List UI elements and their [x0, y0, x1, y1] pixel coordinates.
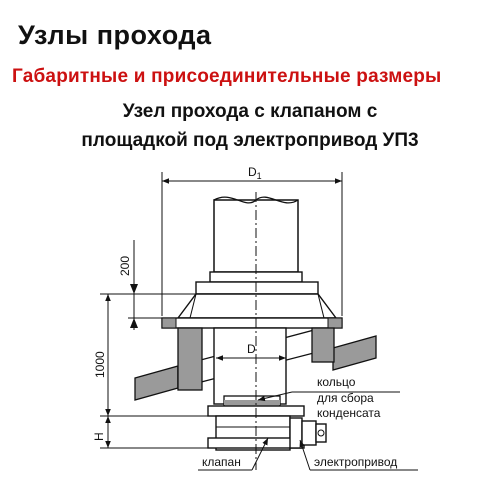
- dim200-arrow-top: [130, 284, 138, 294]
- dim200-arrow-bottom: [130, 318, 138, 328]
- label-ring-1: кольцо: [317, 375, 356, 389]
- label-ring-2: для сбора: [317, 391, 374, 405]
- label-drive: электропривод: [314, 455, 397, 469]
- box-wall-right: [311, 327, 335, 363]
- page-title: Узлы прохода: [18, 20, 212, 50]
- caption-line-2: площадкой под электропривод УП3: [81, 130, 419, 151]
- label-valve: клапан: [202, 455, 241, 469]
- hood-collar-wide: [195, 281, 319, 295]
- hood-cone-inner-l: [189, 293, 197, 319]
- flange-hatch-right: [327, 317, 343, 329]
- hood-cone: [176, 293, 338, 319]
- leader-ring: [257, 391, 293, 402]
- inner-pipe: [213, 327, 287, 405]
- actuator-knob: [317, 429, 325, 437]
- d1-label: D1: [248, 165, 262, 181]
- caption-line-1: Узел прохода с клапаном с: [122, 101, 378, 122]
- box-wall-left: [177, 327, 203, 391]
- hood-cone-inner-r: [317, 293, 325, 319]
- flange-hatch-left: [161, 317, 177, 329]
- leader-valve: [251, 437, 269, 471]
- roof-slab-right: [332, 335, 377, 371]
- dim-h-label: H: [92, 432, 106, 441]
- dim-200-label: 200: [118, 256, 132, 276]
- label-ring-3: конденсата: [317, 406, 381, 420]
- condensate-ring-hatch: [224, 400, 280, 405]
- leader-drive: [299, 439, 311, 471]
- hood-flange: [161, 317, 343, 329]
- actuator-platform: [289, 417, 303, 449]
- d-label: D: [247, 342, 256, 356]
- dim-1000-label: 1000: [93, 351, 107, 378]
- actuator-body: [301, 420, 317, 446]
- page-subtitle: Габаритные и присоединительные размеры: [12, 66, 442, 87]
- roof-slab-left: [134, 365, 179, 401]
